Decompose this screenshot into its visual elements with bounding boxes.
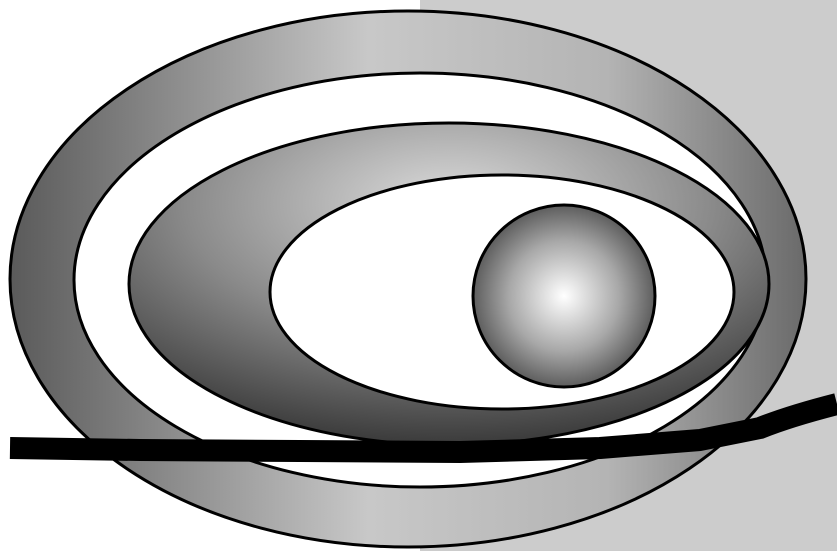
sphere — [473, 205, 655, 387]
